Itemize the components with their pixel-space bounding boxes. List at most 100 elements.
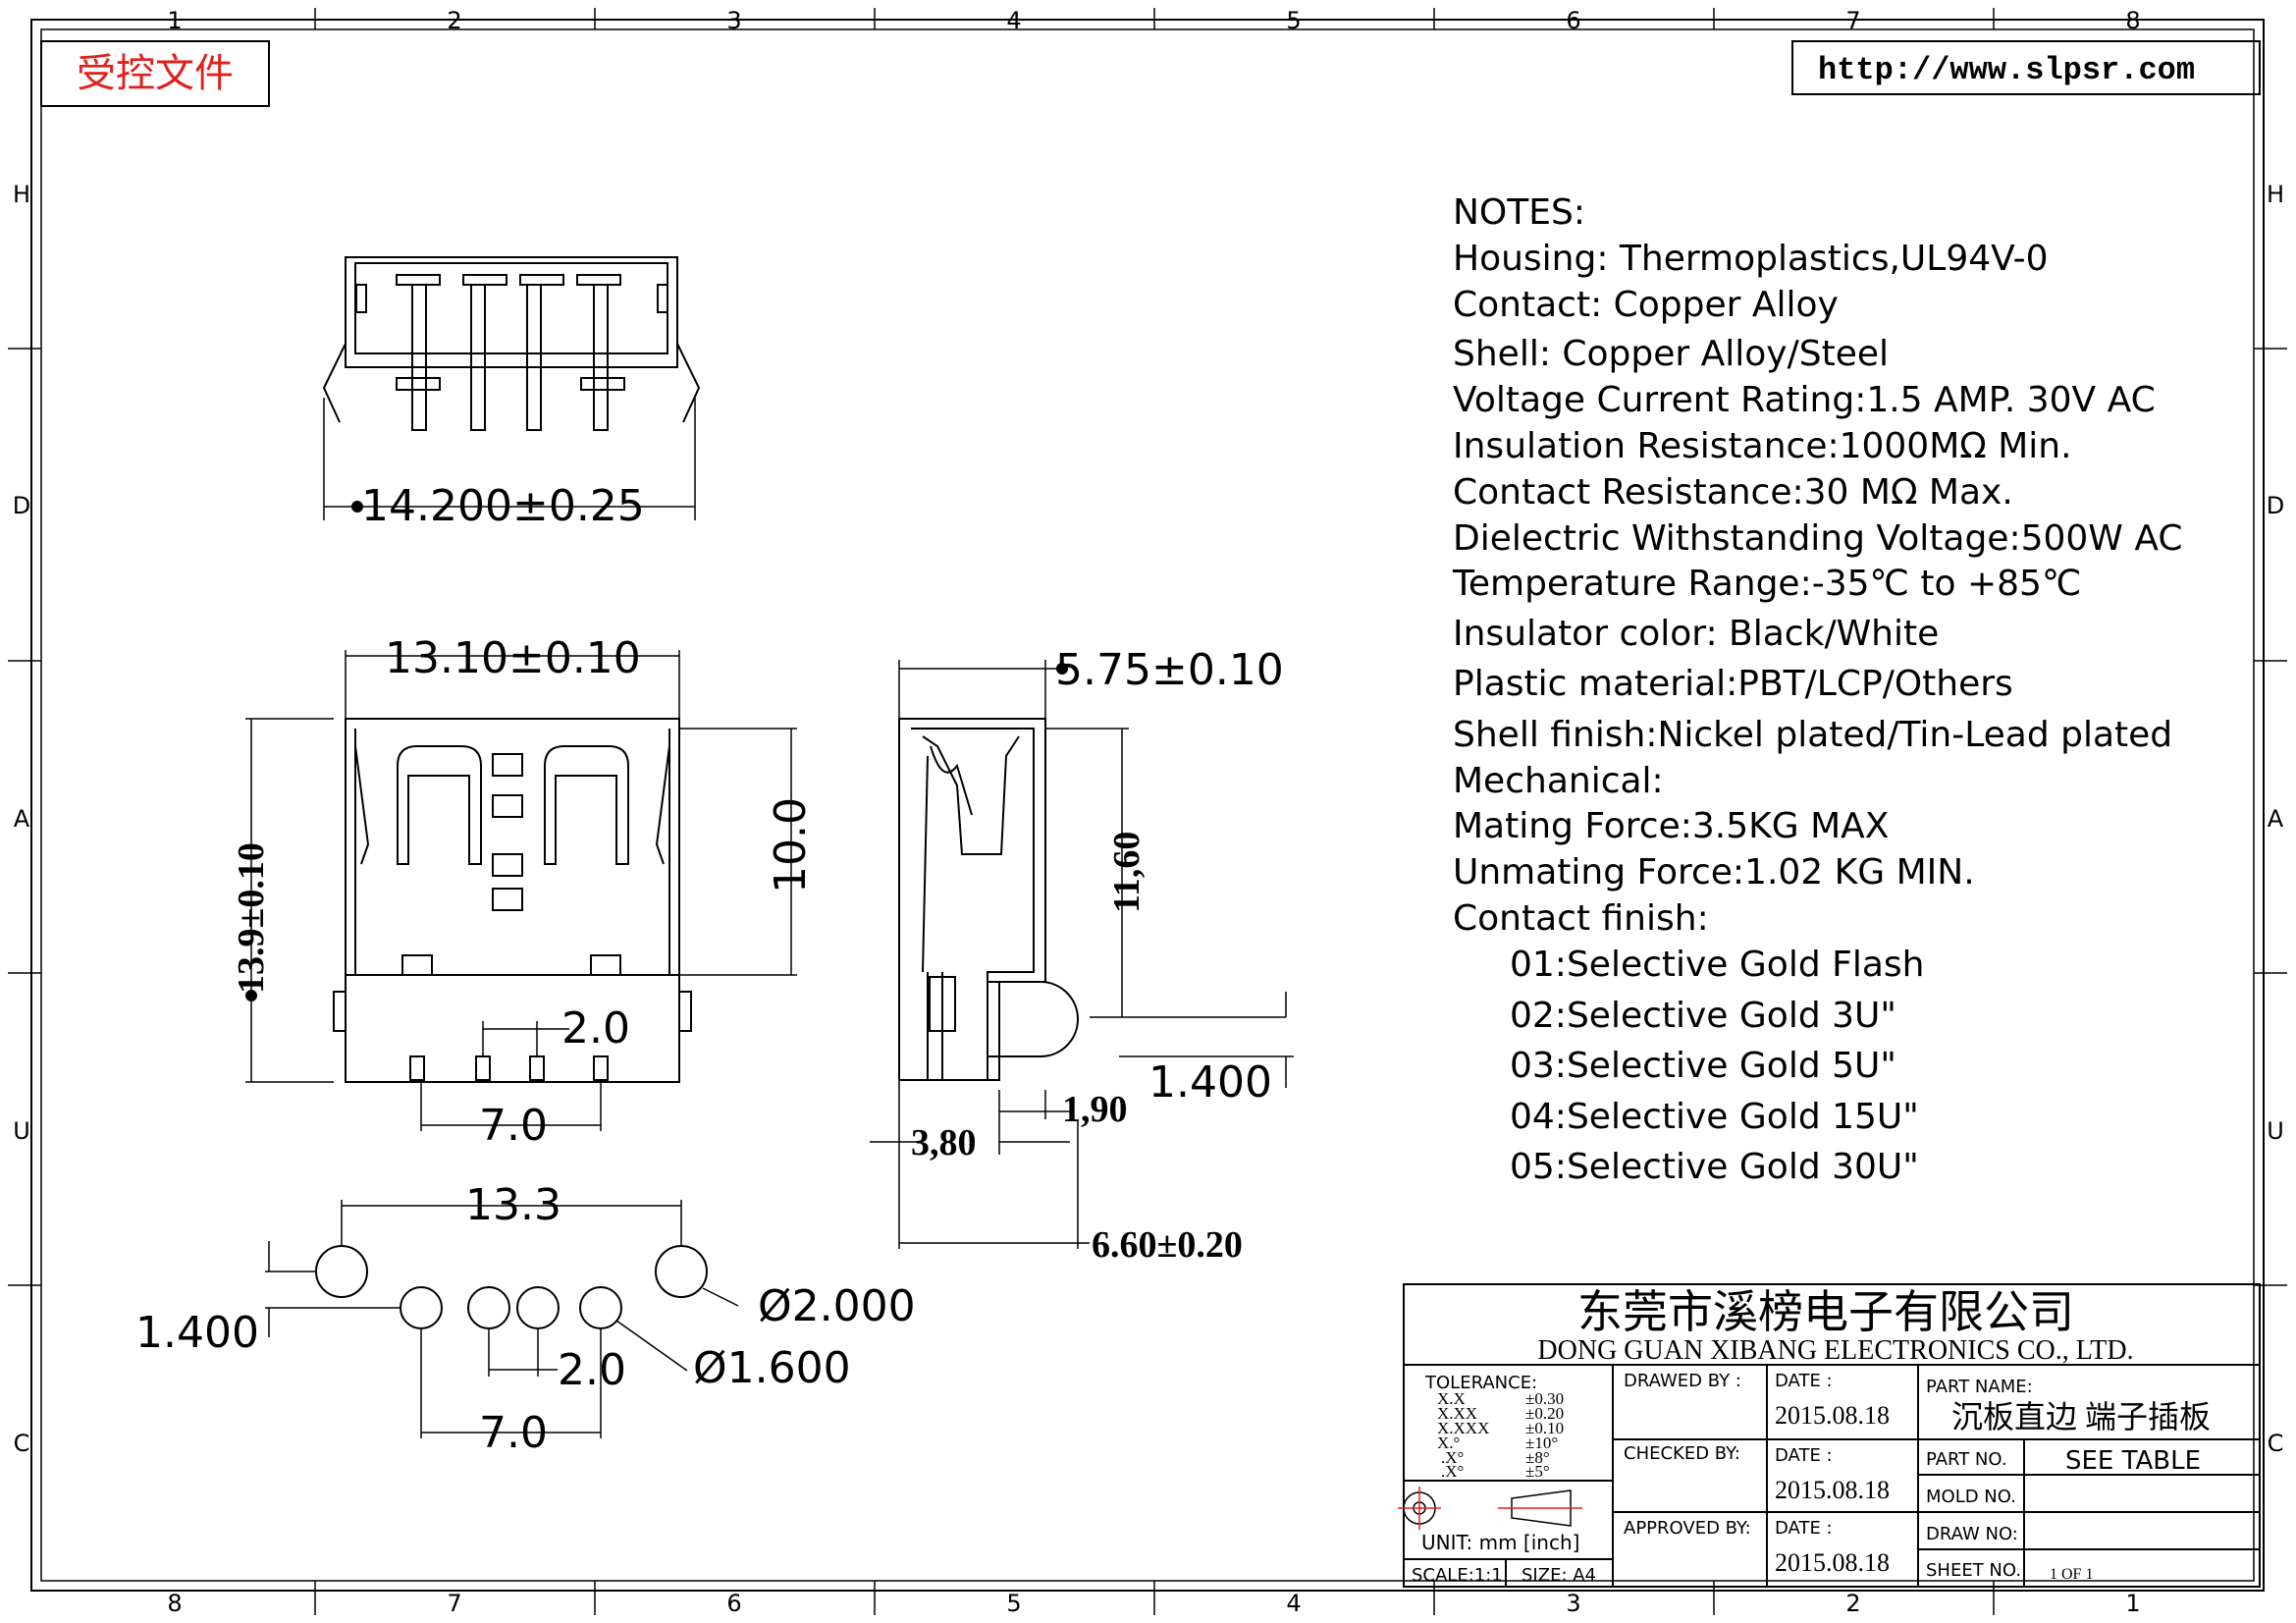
date-label: DATE : [1775,1371,1833,1391]
note-line: Unmating Force:1.02 KG MIN. [1453,852,1975,893]
zone-letter-right: D [2267,492,2284,519]
dim-front-inner: 10.0 [766,797,816,893]
part-name-label: PART NAME: [1926,1377,2033,1397]
note-line: Contact: Copper Alloy [1453,285,1839,325]
tol-value: ±0.20 [1525,1404,1564,1423]
dim-front-width: 13.10±0.10 [385,633,641,683]
zone-number: 5 [1286,7,1301,34]
dim-top-width: 14.200±0.25 [361,481,645,531]
zone-number: 2 [447,7,461,34]
sheet-no-label: SHEET NO. [1926,1560,2021,1581]
tol-format: .X° [1441,1448,1464,1467]
note-line: Mechanical: [1453,761,1664,801]
date-value: 2015.08.18 [1775,1548,1890,1577]
zone-number-bottom: 8 [167,1590,182,1617]
zone-number-bottom: 3 [1566,1590,1580,1617]
zone-number: 8 [2125,7,2140,34]
date-value: 2015.08.18 [1775,1476,1890,1504]
company-name-cn: 东莞市溪榜电子有限公司 [1577,1287,2074,1337]
unit-label: UNIT: mm [inch] [1421,1531,1579,1554]
side-view: 5.75±0.10 11,60 1.400 1,90 3,80 6.60±0.2… [870,645,1294,1266]
tol-format: X.° [1437,1434,1460,1452]
note-line: Shell finish:Nickel plated/Tin-Lead plat… [1453,715,2172,755]
tol-value: ±10° [1525,1434,1558,1452]
dim-front-height: 13.9±0.10 [231,842,272,994]
note-line: Mating Force:3.5KG MAX [1453,806,1889,846]
date-value: 2015.08.18 [1775,1401,1890,1430]
zone-number-bottom: 6 [726,1590,741,1617]
size-label: SIZE: A4 [1522,1565,1596,1586]
tol-value: ±0.30 [1525,1389,1564,1408]
tol-value: ±8° [1525,1448,1550,1467]
zone-letter: A [14,805,30,833]
zone-number: 6 [1566,7,1580,34]
zone-letter-right: U [2267,1117,2284,1145]
note-line: Dielectric Withstanding Voltage:500W AC [1453,518,2182,559]
finish-option: 02:Selective Gold 3U" [1510,996,1896,1036]
dim-pcb-offset: 1.400 [135,1308,259,1358]
dim-hole-small: Ø1.600 [693,1343,851,1393]
part-name-value: 沉板直边 端子插板 [1951,1399,2211,1434]
tol-format: .X° [1441,1462,1464,1481]
checked-by-label: CHECKED BY: [1624,1443,1740,1464]
tol-value: ±5° [1525,1462,1550,1481]
dim-pin-pitch: 2.0 [561,1003,630,1054]
notes-block: NOTES: Housing: Thermoplastics,UL94V-0 C… [1452,192,2182,1187]
note-line: Voltage Current Rating:1.5 AMP. 30V AC [1453,380,2156,420]
dim-side-height: 11,60 [1106,832,1148,913]
zone-letter-right: H [2267,181,2284,208]
zone-number: 4 [1006,7,1021,34]
note-line: Plastic material:PBT/LCP/Others [1453,664,2013,704]
note-line: Contact Resistance:30 MΩ Max. [1453,472,2013,513]
zone-letter-right: C [2268,1430,2284,1457]
note-line: Housing: Thermoplastics,UL94V-0 [1453,239,2049,279]
zone-number-bottom: 7 [447,1590,461,1617]
top-view: 14.200±0.25 [322,256,701,531]
scale-label: SCALE:1:1 [1412,1565,1503,1586]
zone-number: 1 [167,7,182,34]
finish-option: 04:Selective Gold 15U" [1510,1097,1919,1137]
dim-pcb-pitch: 2.0 [558,1345,626,1395]
zone-number-bottom: 4 [1286,1590,1301,1617]
sheet-border: 1 2 3 4 5 6 7 8 8 7 6 5 4 3 2 1 H D A U … [8,7,2287,1617]
note-line: Shell: Copper Alloy/Steel [1453,334,1889,374]
note-line: Insulator color: Black/White [1453,614,1939,654]
controlled-document-stamp: 受控文件 [40,40,270,107]
tol-value: ±0.10 [1525,1419,1564,1437]
company-name-en: DONG GUAN XIBANG ELECTRONICS CO., LTD. [1537,1335,2133,1366]
sheet-value: 1 OF 1 [2050,1566,2093,1583]
note-line: Temperature Range:-35℃ to +85℃ [1452,564,2081,604]
dim-hole-large: Ø2.000 [758,1281,916,1331]
date-label: DATE : [1775,1445,1833,1466]
finish-option: 05:Selective Gold 30U" [1510,1147,1919,1187]
stamp-text: 受控文件 [77,51,234,96]
tol-format: X.XX [1437,1404,1477,1423]
drawed-by-label: DRAWED BY : [1624,1371,1741,1391]
note-line: Contact finish: [1453,898,1709,939]
dim-side-depth: 5.75±0.10 [1055,645,1284,695]
finish-option: 03:Selective Gold 5U" [1510,1046,1896,1086]
mold-no-label: MOLD NO. [1926,1487,2016,1507]
note-line: Insulation Resistance:1000MΩ Min. [1453,426,2072,466]
approved-by-label: APPROVED BY: [1624,1518,1751,1539]
tol-format: X.XXX [1437,1419,1489,1437]
draw-no-label: DRAW NO: [1926,1524,2018,1544]
zone-letter-right: A [2268,805,2284,833]
dim-side-b: 3,80 [911,1122,977,1163]
finish-option: 01:Selective Gold Flash [1510,945,1924,985]
tol-format: X.X [1437,1389,1466,1408]
zone-number: 7 [1845,7,1860,34]
zone-letter: H [13,181,30,208]
dim-side-step: 1.400 [1148,1057,1272,1108]
part-no-value: SEE TABLE [2065,1446,2201,1476]
zone-letter: C [14,1430,30,1457]
zone-number-bottom: 1 [2125,1590,2140,1617]
notes-title: NOTES: [1453,192,1585,233]
pcb-footprint: 13.3 1.400 2.0 7.0 Ø2.000 Ø1.600 [135,1180,916,1458]
dim-side-a: 1,90 [1062,1089,1128,1130]
website-url: http://www.slpsr.com [1818,52,2195,88]
zone-number: 3 [726,7,741,34]
zone-letter: D [13,492,30,519]
title-block: 东莞市溪榜电子有限公司 DONG GUAN XIBANG ELECTRONICS… [1398,1283,2261,1588]
date-label: DATE : [1775,1518,1833,1539]
